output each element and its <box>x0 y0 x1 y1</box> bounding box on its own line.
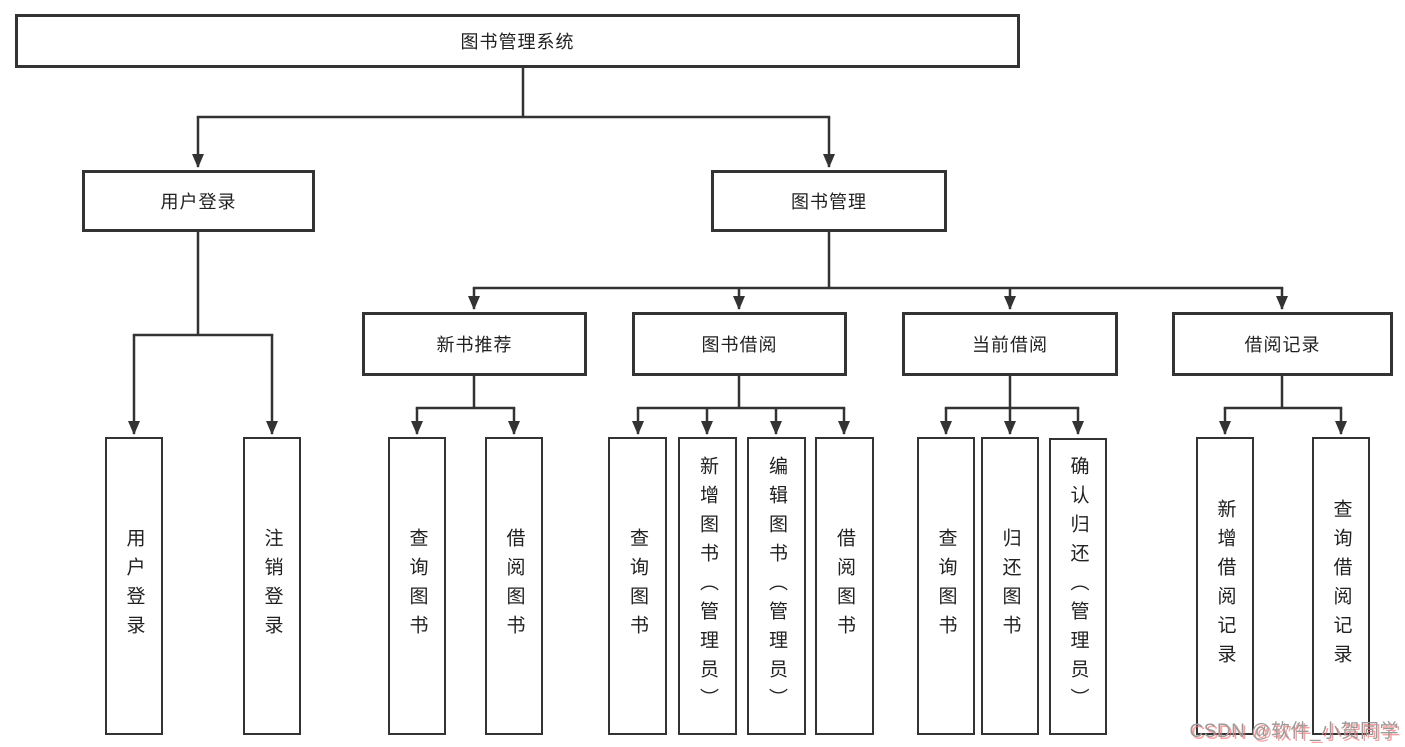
leaf-logout: 注销登录 <box>243 437 301 735</box>
node-book-borrowing: 图书借阅 <box>632 312 847 376</box>
node-new-book-recommend: 新书推荐 <box>362 312 587 376</box>
leaf-return-book: 归还图书 <box>981 437 1039 735</box>
leaf-query-books-borrowing: 查询图书 <box>608 437 667 735</box>
node-borrow-records: 借阅记录 <box>1172 312 1393 376</box>
leaf-borrow-books-borrowing: 借阅图书 <box>815 437 874 735</box>
node-user-login-group: 用户登录 <box>82 170 315 232</box>
leaf-add-borrow-record: 新增借阅记录 <box>1196 437 1254 735</box>
leaf-confirm-return-admin: 确认归还（管理员） <box>1049 438 1107 735</box>
csdn-watermark: CSDN @软件_小贺同学 <box>1189 721 1399 742</box>
leaf-query-borrow-record: 查询借阅记录 <box>1312 437 1370 735</box>
leaf-add-book-admin: 新增图书（管理员） <box>678 437 737 735</box>
leaf-borrow-books-recommend: 借阅图书 <box>485 437 543 735</box>
leaf-user-login: 用户登录 <box>105 437 163 735</box>
leaf-edit-book-admin: 编辑图书（管理员） <box>747 437 806 735</box>
node-library-system: 图书管理系统 <box>15 14 1020 68</box>
leaf-query-books-current: 查询图书 <box>917 437 975 735</box>
node-book-management: 图书管理 <box>711 170 947 232</box>
leaf-query-books-recommend: 查询图书 <box>388 437 446 735</box>
node-current-borrowing: 当前借阅 <box>902 312 1118 376</box>
